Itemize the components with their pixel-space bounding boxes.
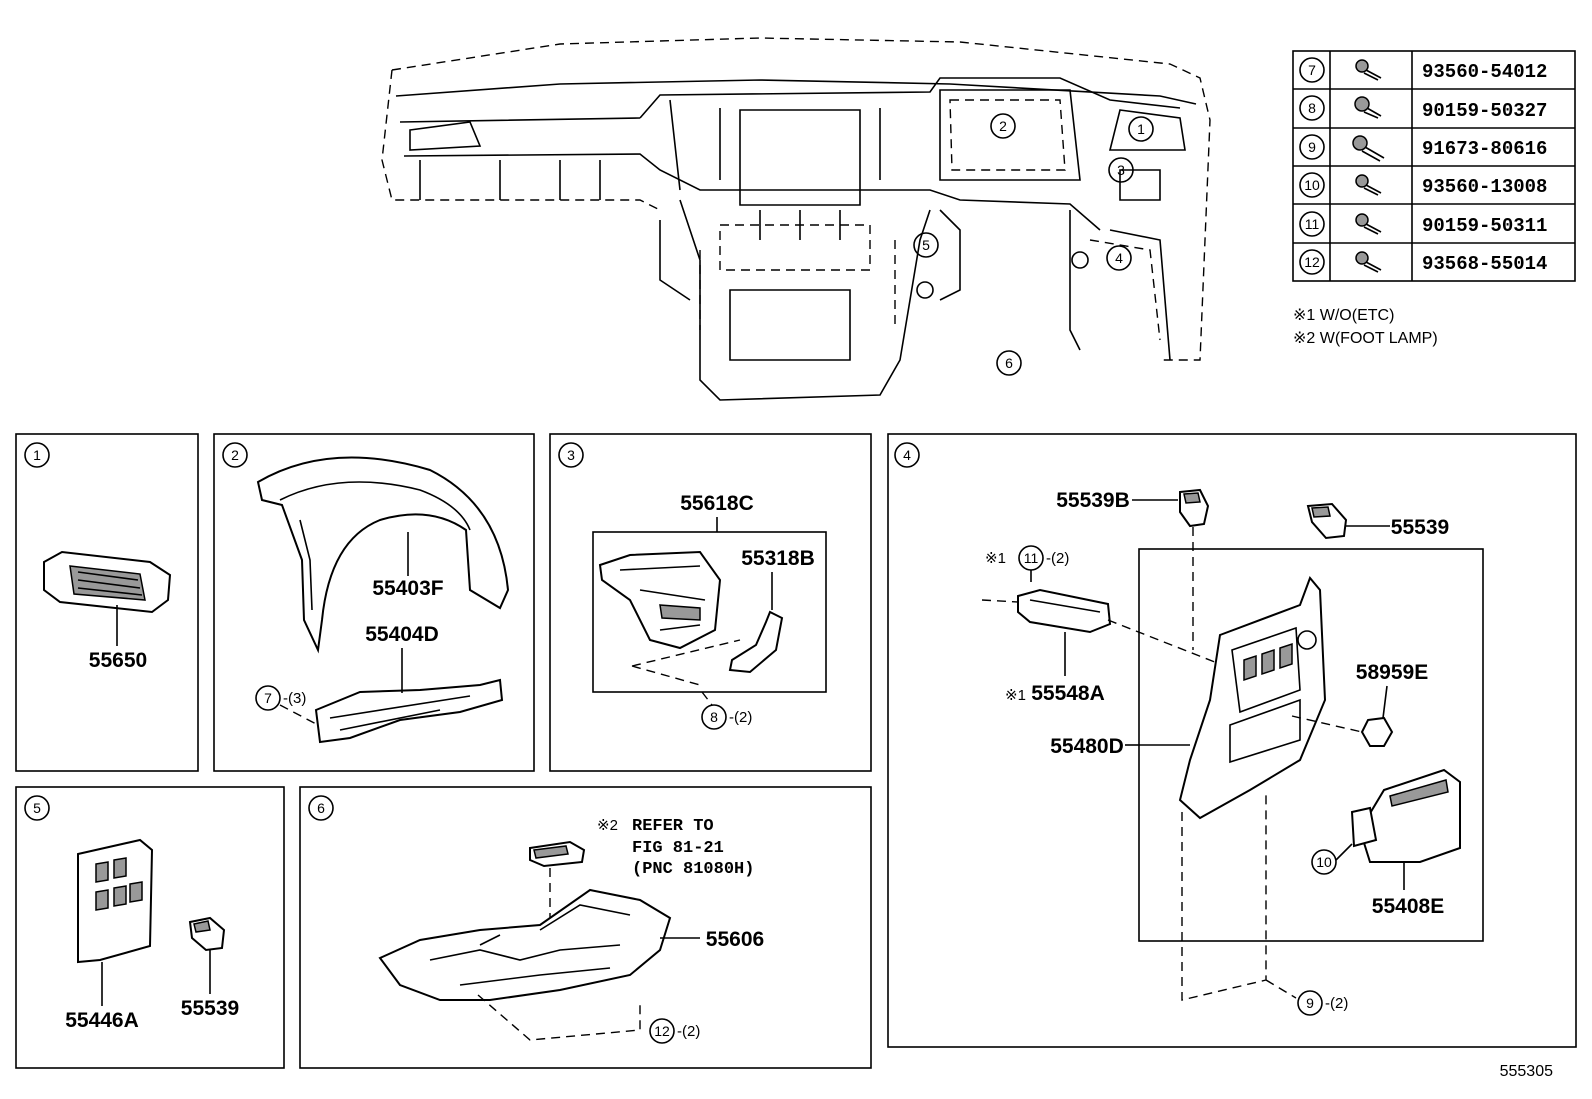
overview-callout-3: 3 xyxy=(1117,162,1125,178)
table-part-number: 93560-13008 xyxy=(1422,176,1547,198)
fastener-callout: 8 xyxy=(710,709,718,725)
part-number: 55446A xyxy=(65,1009,139,1032)
panel-number: 4 xyxy=(903,447,911,463)
switch-blank-part xyxy=(1306,502,1348,540)
bolt-icon xyxy=(1355,174,1382,196)
switch-panel-part xyxy=(77,838,154,964)
table-part-number: 93560-54012 xyxy=(1422,61,1547,83)
hood-lower-bracket-part xyxy=(314,678,504,744)
part-number: 55650 xyxy=(89,649,147,672)
fastener-callout: 12 xyxy=(654,1023,670,1039)
overview-callout-6: 6 xyxy=(1005,355,1013,371)
part-number: 55480D xyxy=(1050,735,1124,758)
overview-callout-4: 4 xyxy=(1115,250,1123,266)
panel-number: 1 xyxy=(33,447,41,463)
switch-blank-part xyxy=(1179,488,1210,528)
refer-text: (PNC 81080H) xyxy=(632,860,754,879)
panel-5: 5 55446A 55539 xyxy=(15,786,285,1069)
fastener-callout: 7 xyxy=(264,690,272,706)
dashboard-overview xyxy=(381,37,1211,401)
meter-hood-part xyxy=(256,456,510,654)
fastener-qty: -(2) xyxy=(1325,995,1348,1012)
part-number: 55548A xyxy=(1031,682,1105,705)
bolt-icon xyxy=(1355,251,1382,273)
table-ref: 12 xyxy=(1304,254,1320,270)
note-mark: ※1 xyxy=(985,550,1006,567)
panel-number: 5 xyxy=(33,800,41,816)
part-number: 55318B xyxy=(741,547,815,570)
bolt-icon xyxy=(1355,213,1382,235)
vent-register-part xyxy=(43,550,172,614)
panel-number: 3 xyxy=(567,447,575,463)
table-ref: 11 xyxy=(1305,216,1320,232)
fastener-callout: 9 xyxy=(1306,995,1314,1011)
panel-4: 4 55539B 55539 ※1 11 -(2) ※1 55548A xyxy=(887,433,1577,1048)
fastener-qty: -(2) xyxy=(677,1023,700,1040)
foot-lamp-part xyxy=(529,840,586,868)
foot-lamp-bulb-part xyxy=(1360,716,1394,747)
table-ref: 10 xyxy=(1304,177,1320,193)
table-ref: 9 xyxy=(1308,139,1316,155)
overview-callout-2: 2 xyxy=(999,118,1007,134)
panel-number: 2 xyxy=(231,447,239,463)
fastener-qty: -(3) xyxy=(283,690,306,707)
table-row: 12 93568-55014 xyxy=(1299,249,1547,275)
refer-text: REFER TO xyxy=(632,817,714,836)
refer-text: FIG 81-21 xyxy=(632,839,724,858)
bolt-icon xyxy=(1352,135,1385,162)
table-row: 10 93560-13008 xyxy=(1299,172,1547,198)
switch-blank-part xyxy=(188,916,226,952)
table-part-number: 90159-50327 xyxy=(1422,100,1547,122)
fastener-callout: 11 xyxy=(1024,550,1039,566)
fastener-table: 7 93560-54012 8 90159-50327 9 91673-8061… xyxy=(1292,50,1576,282)
part-number: 55539 xyxy=(1391,516,1449,539)
panel-number: 6 xyxy=(317,800,325,816)
coin-box-part xyxy=(1350,768,1461,863)
table-ref: 8 xyxy=(1308,100,1316,116)
table-part-number: 90159-50311 xyxy=(1422,215,1547,237)
note-mark: ※1 xyxy=(1005,687,1026,704)
table-row: 8 90159-50327 xyxy=(1299,95,1547,122)
overview-callout-1: 1 xyxy=(1137,121,1145,137)
switch-base-part xyxy=(598,550,722,650)
trim-strip-part xyxy=(728,610,784,674)
figure-code: 555305 xyxy=(1500,1063,1553,1080)
overview-callouts: 2 1 3 4 5 6 xyxy=(913,113,1154,376)
panel-3: 3 55618C 55318B 8 -(2) xyxy=(549,433,872,772)
part-number: 55408E xyxy=(1372,895,1444,918)
part-number: 55404D xyxy=(365,623,439,646)
bolt-icon xyxy=(1354,96,1382,119)
part-number: 55606 xyxy=(706,928,764,951)
panel-1: 1 55650 xyxy=(15,433,199,772)
fastener-callout: 10 xyxy=(1316,854,1332,870)
part-number: 55403F xyxy=(372,577,443,600)
note-mark: ※2 xyxy=(597,817,618,834)
note-2: ※2 W(FOOT LAMP) xyxy=(1293,330,1438,347)
etc-cover-part xyxy=(1017,588,1112,634)
note-1: ※1 W/O(ETC) xyxy=(1293,307,1394,324)
part-number: 55618C xyxy=(680,492,754,515)
fastener-qty: -(2) xyxy=(729,709,752,726)
table-row: 9 91673-80616 xyxy=(1299,134,1547,162)
panel-2: 2 55403F 55404D 7 -(3) xyxy=(213,433,535,772)
panel-6: 6 ※2 REFER TO FIG 81-21 (PNC 81080H) 556… xyxy=(299,786,872,1069)
bolt-icon xyxy=(1355,59,1382,81)
fastener-qty: -(2) xyxy=(1046,550,1069,567)
table-row: 7 93560-54012 xyxy=(1299,57,1547,83)
table-ref: 7 xyxy=(1308,62,1316,78)
lower-center-panel-part xyxy=(1178,576,1327,820)
part-number: 58959E xyxy=(1356,661,1428,684)
part-number: 55539B xyxy=(1056,489,1130,512)
table-part-number: 91673-80616 xyxy=(1422,138,1547,160)
overview-callout-5: 5 xyxy=(922,237,930,253)
under-cover-part xyxy=(378,888,672,1001)
table-row: 11 90159-50311 xyxy=(1299,211,1547,237)
table-part-number: 93568-55014 xyxy=(1422,253,1547,275)
part-number: 55539 xyxy=(181,997,239,1020)
